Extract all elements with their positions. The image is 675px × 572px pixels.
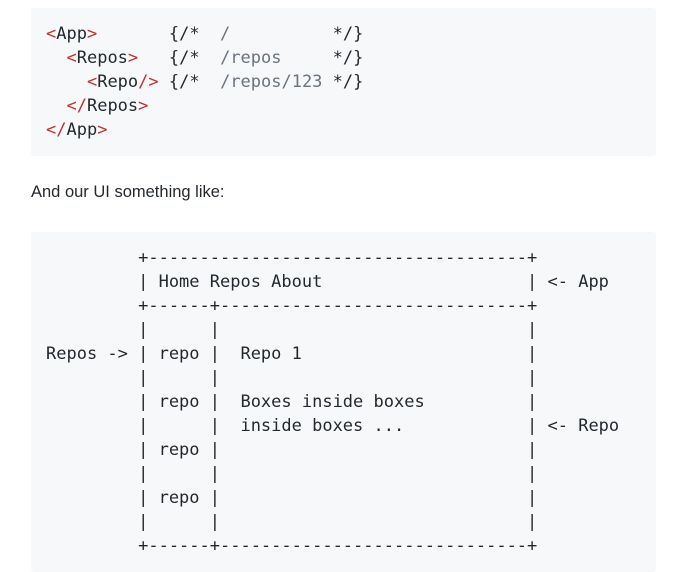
code-token: | repo | Boxes inside boxes | [46,392,538,412]
code-line: Repos -> | repo | Repo 1 | [46,342,641,366]
code-token: App [66,120,98,140]
code-token: Repos [76,48,128,68]
code-token: +------+------------------------------+ [46,296,538,316]
code-line: <App> {/* / */} [46,22,641,46]
code-line: </App> [46,118,641,142]
code-token: < [86,72,98,92]
code-line: | | | [46,510,641,534]
code-token [46,96,66,116]
code-line: | repo | | [46,438,641,462]
code-token: </ [66,96,87,116]
code-token: Repos [86,96,139,116]
code-line: +------+------------------------------+ [46,534,641,558]
code-token: | | | [46,320,538,340]
code-token: | | | [46,464,538,484]
code-token: {/* [138,48,221,68]
code-token: /repos [220,48,282,68]
code-token: | | | [46,512,538,532]
code-line: | Home Repos About | <- App [46,270,641,294]
code-token: > [127,48,139,68]
code-line: | | | [46,462,641,486]
code-token: */} [230,24,364,44]
code-token: /repos/123 [220,72,323,92]
code-line: <Repos> {/* /repos */} [46,46,641,70]
code-line: </Repos> [46,94,641,118]
code-token: */} [281,48,364,68]
code-token: Repo [97,72,139,92]
code-token: > [97,120,108,140]
code-token: </ [46,120,67,140]
code-token: | repo | | [46,440,538,460]
code-token: App [56,24,87,44]
code-line: +-------------------------------------+ [46,246,641,270]
code-token: | | | [46,368,538,388]
code-token: / [220,24,231,44]
code-token: > [138,96,149,116]
code-token: | | inside boxes ... | <- Repo [46,416,620,436]
code-token: < [66,48,77,68]
code-token: */} [322,72,364,92]
code-token: Repos -> | repo | Repo 1 | [46,344,538,364]
code-token [46,72,87,92]
code-line: | | | [46,318,641,342]
code-token: {/* [97,24,221,44]
code-line: <Repo/> {/* /repos/123 */} [46,70,641,94]
code-token: /> [138,72,159,92]
code-token: {/* [158,72,221,92]
jsx-route-nesting-code-block: <App> {/* / */} <Repos> {/* /repos */} <… [31,8,656,156]
code-token [46,48,66,68]
ascii-ui-diagram-code-block: +-------------------------------------+ … [31,232,656,572]
code-line: +------+------------------------------+ [46,294,641,318]
code-token: < [46,24,57,44]
code-token: > [86,24,98,44]
code-line: | | inside boxes ... | <- Repo [46,414,641,438]
code-line: | repo | Boxes inside boxes | [46,390,641,414]
code-line: | | | [46,366,641,390]
code-token: +------+------------------------------+ [46,536,538,556]
ui-description-paragraph: And our UI something like: [31,183,225,201]
code-token: | repo | | [46,488,538,508]
code-token: +-------------------------------------+ [46,248,538,268]
code-line: | repo | | [46,486,641,510]
code-token: | Home Repos About | <- App [46,272,609,292]
